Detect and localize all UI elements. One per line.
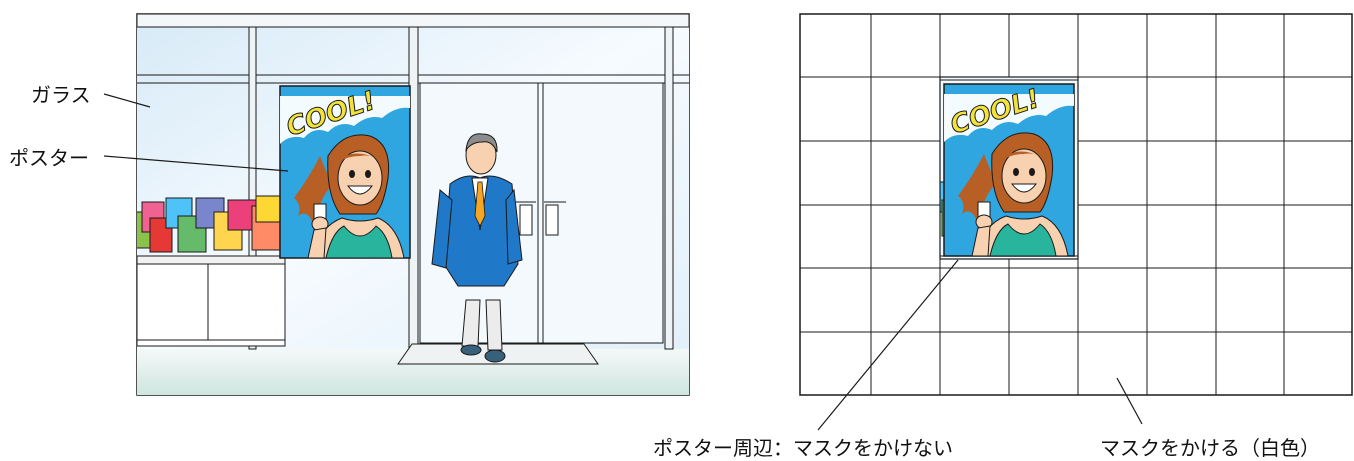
store-front-scene (136, 13, 690, 396)
glass-label: ガラス (31, 83, 91, 107)
unmasked-window (940, 77, 1078, 259)
mask-applied-label: マスクをかける（白色） (1100, 436, 1320, 460)
surroundings-leader-line (817, 259, 959, 431)
man-figure (431, 133, 523, 363)
poster-leader-line (103, 155, 289, 172)
poster-label: ポスター (9, 146, 89, 170)
mask-grid-scene (799, 13, 1353, 396)
glass-leader-line (103, 93, 151, 108)
poster-surroundings-label: ポスター周辺：マスクをかけない (653, 436, 953, 460)
mask-leader-line (1116, 377, 1143, 425)
